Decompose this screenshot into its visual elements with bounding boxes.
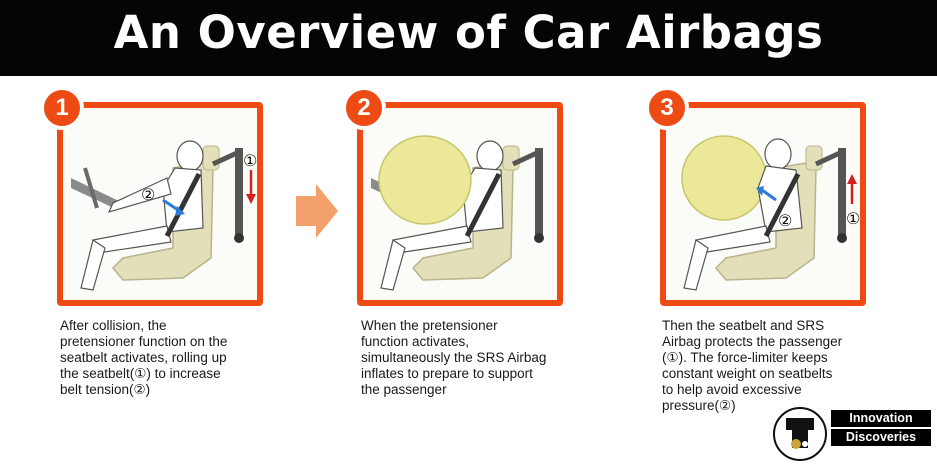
step-2-caption: When the pretensioner function activates…	[361, 318, 547, 397]
step-3-panel: ① ②	[660, 102, 866, 306]
step-1-caption: After collision, the pretensioner functi…	[60, 318, 228, 397]
step-2-badge: 2	[342, 86, 386, 130]
airbag-icon	[681, 135, 767, 221]
brand-name-line-2: Discoveries	[831, 429, 931, 446]
step-1-badge: 1	[40, 86, 84, 130]
step-3-badge: 3	[645, 86, 689, 130]
airbag-icon	[378, 135, 472, 225]
title-banner: An Overview of Car Airbags	[0, 0, 937, 76]
belt-marker-1: ①	[243, 151, 257, 170]
tension-marker-2: ②	[141, 185, 155, 204]
step-3-caption: Then the seatbelt and SRS Airbag protect…	[662, 318, 843, 413]
arrow-right-icon	[296, 184, 338, 238]
step-2-panel	[357, 102, 563, 306]
page-title: An Overview of Car Airbags	[113, 6, 824, 59]
belt-marker-1: ①	[846, 209, 860, 228]
brand-name-line-1: Innovation	[831, 410, 931, 427]
step-2-illustration	[371, 135, 544, 291]
step-1-illustration: ① ②	[71, 140, 257, 291]
step-1-panel: ① ②	[57, 102, 263, 306]
brand-logo-icon	[773, 407, 827, 461]
tension-marker-2: ②	[778, 211, 792, 230]
step-3-illustration: ① ②	[681, 135, 860, 291]
